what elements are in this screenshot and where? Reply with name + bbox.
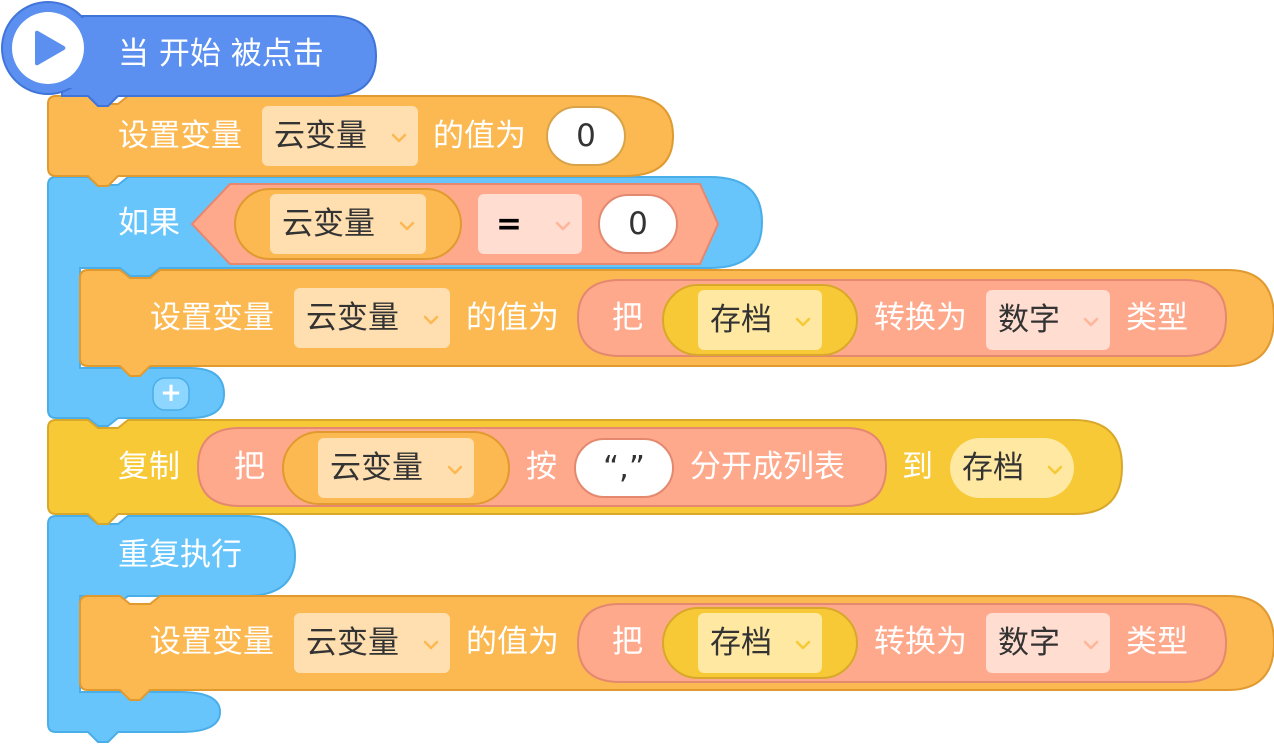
set-value-label: 的值为 <box>466 300 559 336</box>
compare-value-text: 0 <box>628 206 648 242</box>
chevron-down-icon <box>795 640 811 650</box>
list-dropdown[interactable]: 存档 <box>698 613 822 673</box>
chevron-down-icon <box>1047 465 1063 475</box>
operator-dropdown[interactable]: = <box>478 194 582 254</box>
set-value-label: 的值为 <box>433 118 526 154</box>
operator-value: = <box>496 206 522 242</box>
set-value-label: 的值为 <box>466 624 559 660</box>
chevron-down-icon <box>399 221 415 231</box>
convert-prefix-label: 把 <box>612 300 643 336</box>
separator-text: “,” <box>603 450 645 486</box>
variable-dropdown-value: 云变量 <box>306 625 399 661</box>
type-dropdown[interactable]: 数字 <box>986 290 1110 350</box>
event-block-shape <box>61 15 378 107</box>
convert-mid-label: 转换为 <box>874 300 967 336</box>
chevron-down-icon <box>423 640 439 650</box>
variable-dropdown[interactable]: 云变量 <box>262 106 418 166</box>
set-variable-label: 设置变量 <box>150 300 274 336</box>
compare-value-input[interactable]: 0 <box>598 194 678 254</box>
value-input[interactable]: 0 <box>546 106 626 166</box>
target-list-dropdown[interactable]: 存档 <box>950 438 1074 498</box>
copy-to-label: 到 <box>902 449 933 485</box>
repeat-block-shape <box>47 515 297 743</box>
copy-label: 复制 <box>118 449 180 485</box>
split-variable-dropdown[interactable]: 云变量 <box>318 438 474 498</box>
convert-mid-label: 转换为 <box>874 624 967 660</box>
convert-prefix-label: 把 <box>612 624 643 660</box>
target-list-value: 存档 <box>962 450 1024 486</box>
chevron-down-icon <box>1083 640 1099 650</box>
set-variable-label: 设置变量 <box>118 118 242 154</box>
variable-dropdown-value: 云变量 <box>306 300 399 336</box>
convert-suffix-label: 类型 <box>1126 624 1188 660</box>
add-button-shape <box>152 377 190 411</box>
value-input-text: 0 <box>576 118 596 154</box>
if-label: 如果 <box>118 205 180 241</box>
chevron-down-icon <box>1083 317 1099 327</box>
set-variable-label: 设置变量 <box>150 624 274 660</box>
condition-variable-dropdown[interactable]: 云变量 <box>270 194 426 254</box>
type-dropdown-value: 数字 <box>998 625 1060 661</box>
split-prefix-label: 把 <box>234 449 265 485</box>
chevron-down-icon <box>391 133 407 143</box>
play-icon <box>35 30 66 66</box>
convert-suffix-label: 类型 <box>1126 300 1188 336</box>
condition-variable-value: 云变量 <box>282 206 375 242</box>
event-label: 当 开始 被点击 <box>118 36 324 72</box>
chevron-down-icon <box>795 317 811 327</box>
split-variable-value: 云变量 <box>330 450 423 486</box>
type-dropdown-value: 数字 <box>998 302 1060 338</box>
type-dropdown[interactable]: 数字 <box>986 613 1110 673</box>
variable-dropdown[interactable]: 云变量 <box>294 288 450 348</box>
variable-dropdown-value: 云变量 <box>274 118 367 154</box>
split-to-list-label: 分开成列表 <box>690 449 845 485</box>
list-dropdown-value: 存档 <box>710 625 772 661</box>
chevron-down-icon <box>423 315 439 325</box>
list-dropdown[interactable]: 存档 <box>698 290 822 350</box>
chevron-down-icon <box>447 465 463 475</box>
split-by-label: 按 <box>526 449 557 485</box>
add-branch-button[interactable]: + <box>160 378 182 408</box>
list-dropdown-value: 存档 <box>710 302 772 338</box>
chevron-down-icon <box>555 221 571 231</box>
separator-input[interactable]: “,” <box>574 438 674 498</box>
repeat-label: 重复执行 <box>118 537 242 573</box>
variable-dropdown[interactable]: 云变量 <box>294 613 450 673</box>
